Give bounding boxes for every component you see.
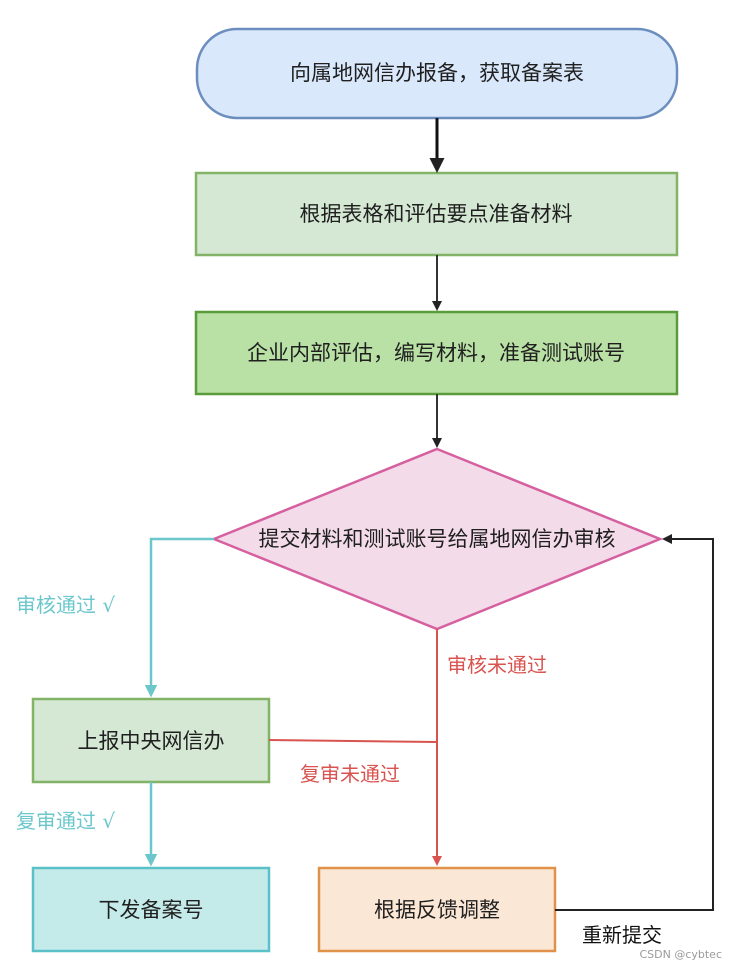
adjust-node-label: 根据反馈调整 xyxy=(374,898,500,922)
internal-node xyxy=(194,310,679,396)
central-node xyxy=(31,697,271,784)
start-node-label: 向属地网信办报备，获取备案表 xyxy=(290,61,584,85)
edge-resubmit-label: 重新提交 xyxy=(582,923,662,947)
issue-node xyxy=(31,866,271,953)
prepare-node-label: 根据表格和评估要点准备材料 xyxy=(300,202,573,226)
edge-recheck-fail-label: 复审未通过 xyxy=(300,762,400,786)
adjust-node xyxy=(317,866,557,953)
edge-submit-to-central xyxy=(144,537,214,698)
edge-central-to-adjust xyxy=(268,739,438,743)
edge-pass-label: 审核通过 √ xyxy=(16,593,115,617)
edge-fail-label: 审核未通过 xyxy=(447,653,547,677)
prepare-node xyxy=(194,171,679,257)
submit-decision-label: 提交材料和测试账号给属地网信办审核 xyxy=(259,527,616,551)
issue-node-label: 下发备案号 xyxy=(99,898,204,922)
central-node-label: 上报中央网信办 xyxy=(78,729,225,753)
watermark: CSDN @cybtec xyxy=(639,948,722,961)
edge-adjust-to-submit xyxy=(555,534,714,911)
internal-node-label: 企业内部评估，编写材料，准备测试账号 xyxy=(247,341,625,365)
edge-recheck-pass-label: 复审通过 √ xyxy=(16,809,115,833)
